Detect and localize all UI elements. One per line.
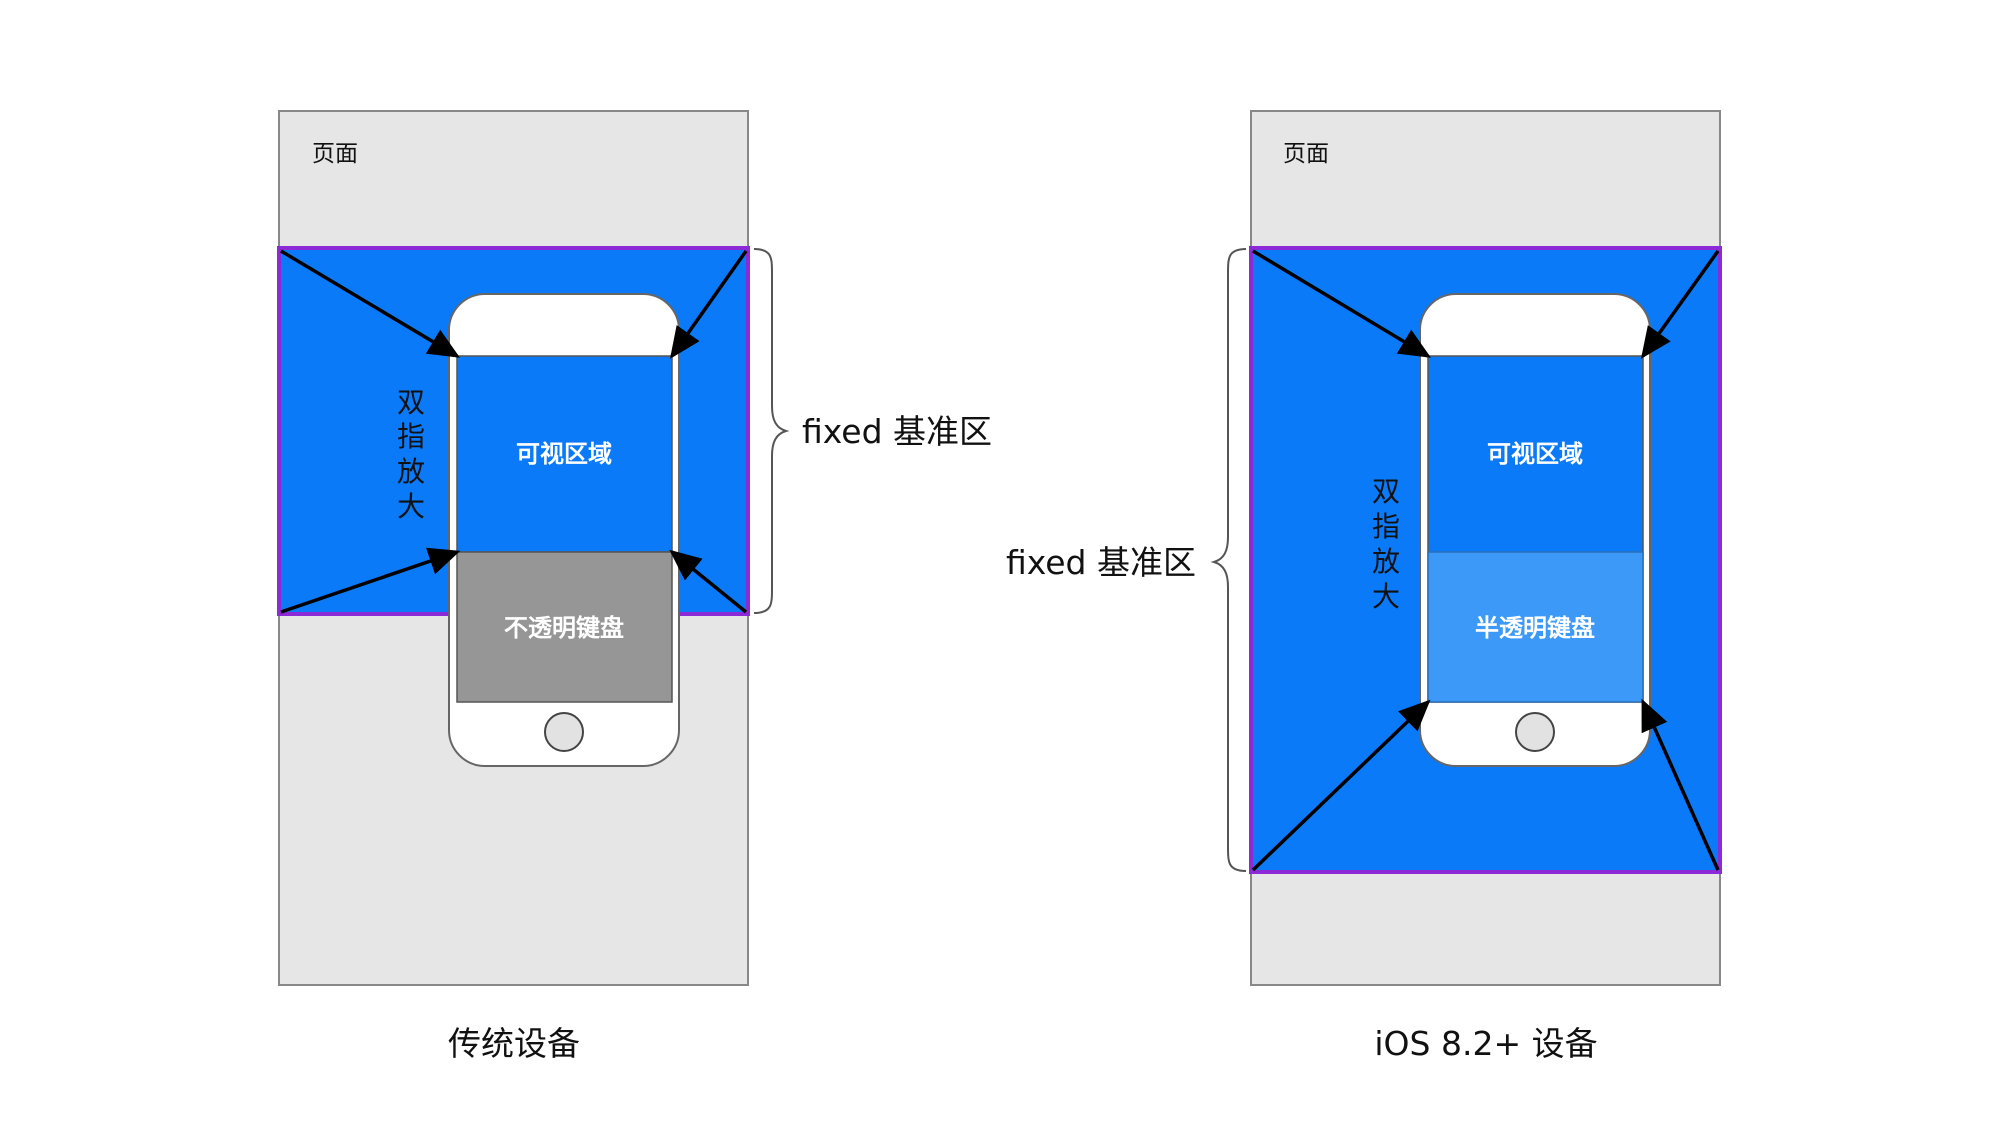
right-viewport-label: 可视区域	[1487, 440, 1583, 468]
right-translucent-keyboard	[1427, 551, 1644, 703]
right-caption: iOS 8.2+ 设备	[1374, 1024, 1597, 1063]
right-phone	[1419, 293, 1651, 767]
right-page-label: 页面	[1283, 141, 1329, 167]
left-zoom-char-3: 放	[397, 455, 425, 488]
right-fixed-label: fixed 基准区	[1006, 543, 1196, 582]
left-viewport	[456, 355, 673, 553]
right-zoom-char-4: 大	[1372, 580, 1400, 613]
left-zoom-char-2: 指	[397, 420, 425, 453]
right-arrow-top-left	[1252, 249, 1432, 358]
left-fixed-label: fixed 基准区	[802, 412, 992, 451]
right-fixed-brace	[1210, 248, 1247, 872]
left-arrow-bottom-right	[669, 549, 748, 614]
left-caption: 传统设备	[448, 1024, 580, 1063]
left-viewport-label: 可视区域	[516, 440, 612, 468]
left-arrow-bottom-left	[280, 547, 461, 614]
left-opaque-keyboard	[456, 551, 673, 703]
left-fixed-brace	[753, 248, 790, 614]
right-arrow-top-right	[1640, 249, 1720, 359]
right-zoom-label: 双 指 放 大	[1372, 475, 1400, 613]
right-panel: 页面 可视区域 半透明键盘 双 指 放 大 fixed 基准区 iOS 8.2+…	[1006, 110, 1722, 1063]
right-home-button	[1515, 712, 1555, 752]
right-zoom-char-3: 放	[1372, 545, 1400, 578]
right-zoom-char-2: 指	[1372, 510, 1400, 543]
left-arrow-top-left	[280, 249, 461, 358]
left-page-label: 页面	[312, 141, 358, 167]
left-zoom-label: 双 指 放 大	[397, 386, 425, 523]
left-home-button	[544, 712, 584, 752]
left-phone	[448, 293, 680, 767]
left-arrow-top-right	[669, 249, 748, 359]
right-keyboard-label: 半透明键盘	[1475, 614, 1595, 642]
right-zoom-arrows	[1251, 249, 1720, 872]
left-keyboard-label: 不透明键盘	[504, 614, 624, 642]
left-zoom-char-4: 大	[397, 490, 425, 523]
left-zoom-arrows	[280, 249, 748, 614]
right-arrow-bottom-right	[1641, 698, 1720, 871]
left-panel: 页面 可视区域 不透明键盘 双 指 放 大 fixed 基准区 传统设备	[277, 110, 992, 1063]
right-zoom-char-1: 双	[1372, 475, 1400, 508]
right-arrow-bottom-left	[1251, 699, 1431, 872]
left-zoom-char-1: 双	[397, 386, 425, 419]
